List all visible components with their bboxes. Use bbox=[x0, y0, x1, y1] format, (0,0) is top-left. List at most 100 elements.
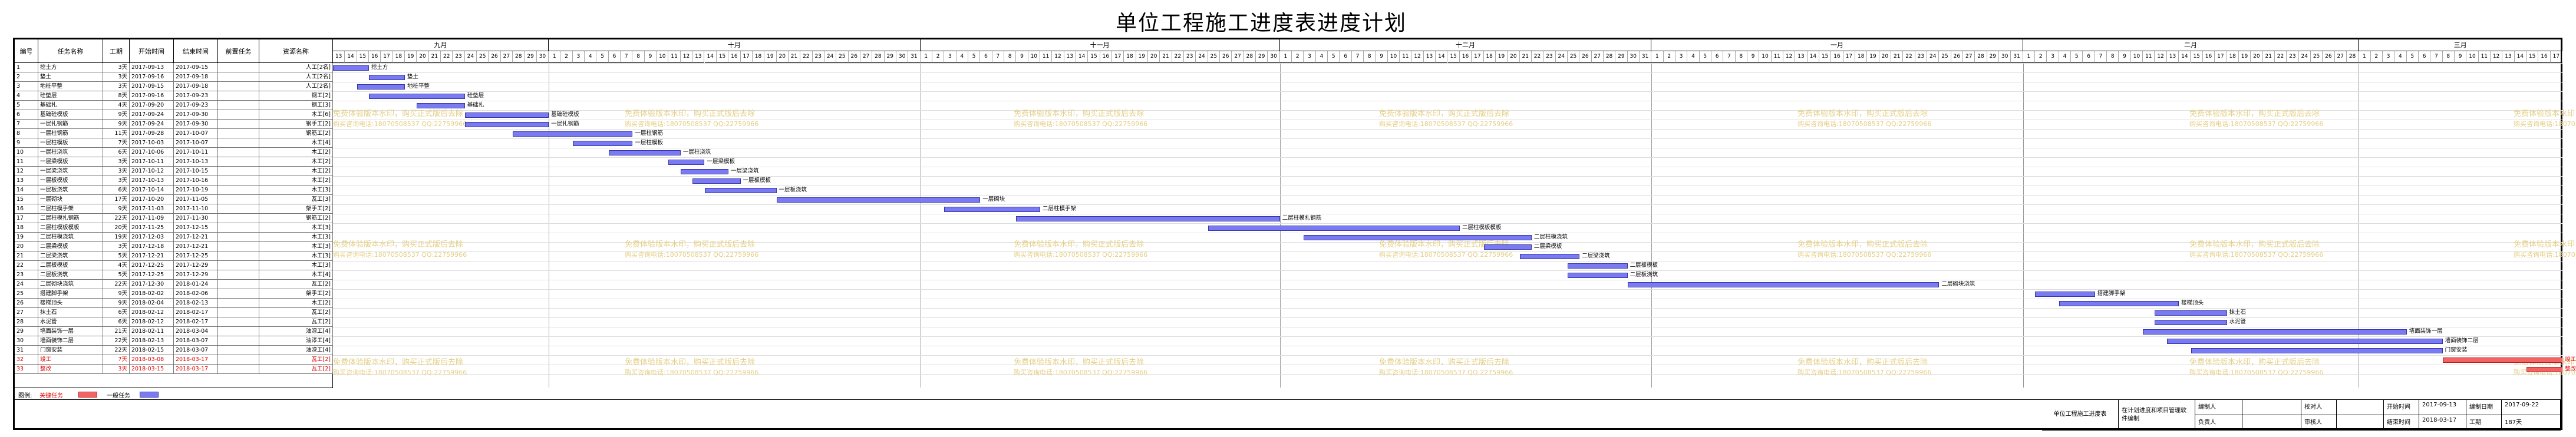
day-header: 14 bbox=[2514, 51, 2526, 63]
task-end: 2017-12-15 bbox=[174, 223, 218, 233]
task-name: 墙面装饰一层 bbox=[38, 327, 103, 336]
task-bar[interactable] bbox=[680, 169, 729, 174]
task-id: 30 bbox=[15, 336, 38, 346]
task-id: 24 bbox=[15, 280, 38, 289]
task-resource: 瓦工[2] bbox=[259, 365, 333, 374]
task-resource: 瓦工[2] bbox=[259, 355, 333, 365]
footer-end-value: 2018-03-17 bbox=[2419, 415, 2466, 431]
task-bar[interactable] bbox=[704, 188, 777, 193]
task-bar[interactable] bbox=[2143, 329, 2407, 335]
task-name: 一层板浇筑 bbox=[38, 186, 103, 195]
task-bar[interactable] bbox=[369, 75, 405, 80]
day-header: 27 bbox=[2334, 51, 2347, 63]
day-header: 24 bbox=[2298, 51, 2311, 63]
day-header: 3 bbox=[1304, 51, 1316, 63]
task-resource: 人工[2名] bbox=[259, 63, 333, 72]
task-end: 2017-12-29 bbox=[174, 270, 218, 280]
task-bar[interactable] bbox=[1483, 244, 1532, 250]
watermark-line1: 免费体验版本水印，购买正式版后去除 bbox=[333, 240, 464, 249]
task-resource: 木工[3] bbox=[259, 233, 333, 242]
header-col-start: 开始时间 bbox=[130, 39, 174, 63]
header-col-predecessor: 前置任务 bbox=[218, 39, 259, 63]
task-end: 2017-10-15 bbox=[174, 167, 218, 176]
day-header: 24 bbox=[824, 51, 837, 63]
task-bar[interactable] bbox=[572, 141, 633, 146]
task-bar[interactable] bbox=[944, 207, 1040, 212]
task-predecessor bbox=[218, 167, 259, 176]
header-col-end: 结束时间 bbox=[174, 39, 218, 63]
task-bar[interactable] bbox=[2442, 357, 2562, 363]
day-header: 8 bbox=[1364, 51, 1376, 63]
task-bar[interactable] bbox=[464, 112, 549, 118]
task-bar[interactable] bbox=[2166, 339, 2443, 344]
task-bar[interactable] bbox=[608, 150, 681, 155]
task-bar-label: 二层砌块浇筑 bbox=[1941, 281, 1975, 287]
task-bar[interactable] bbox=[2191, 348, 2443, 353]
task-resource: 木工[2] bbox=[259, 176, 333, 186]
task-predecessor bbox=[218, 223, 259, 233]
task-duration: 6天 bbox=[103, 308, 130, 317]
row-gridline bbox=[333, 270, 2562, 271]
task-bar[interactable] bbox=[2155, 320, 2227, 325]
legend-critical-label: 关键任务 bbox=[39, 393, 63, 399]
task-bar-label: 一层扎钢筋 bbox=[551, 121, 579, 127]
task-predecessor bbox=[218, 204, 259, 214]
task-bar[interactable] bbox=[1567, 273, 1628, 278]
task-resource: 钢手工[2] bbox=[259, 120, 333, 129]
task-id: 10 bbox=[15, 148, 38, 157]
watermark-line1: 免费体验版本水印，购买正式版后去除 bbox=[625, 110, 756, 118]
task-predecessor bbox=[218, 355, 259, 365]
task-bar[interactable] bbox=[369, 94, 465, 99]
task-bar-label: 一层板模板 bbox=[743, 177, 771, 184]
day-header: 3 bbox=[1675, 51, 1688, 63]
month-header: 三月 bbox=[2359, 39, 2562, 51]
day-header: 5 bbox=[1328, 51, 1340, 63]
task-bar[interactable] bbox=[776, 197, 981, 203]
task-bar[interactable] bbox=[1208, 226, 1460, 231]
task-bar-label: 二层板浇筑 bbox=[1630, 272, 1658, 278]
day-header: 11 bbox=[1040, 51, 1053, 63]
task-bar[interactable] bbox=[692, 178, 741, 184]
task-bar[interactable] bbox=[417, 103, 465, 108]
task-bar[interactable] bbox=[2035, 292, 2095, 297]
month-header: 十一月 bbox=[920, 39, 1280, 51]
task-bar[interactable] bbox=[1519, 254, 1580, 259]
watermark-line2: 购买咨询电话:18070508537 QQ:22759966 bbox=[333, 120, 467, 128]
task-end: 2018-03-04 bbox=[174, 327, 218, 336]
task-bar[interactable] bbox=[1304, 235, 1532, 240]
task-bar[interactable] bbox=[357, 84, 405, 90]
day-header: 28 bbox=[1603, 51, 1616, 63]
task-bar[interactable] bbox=[668, 160, 705, 165]
day-header: 19 bbox=[405, 51, 417, 63]
watermark-line2: 购买咨询电话:18070508537 QQ:22759966 bbox=[1014, 369, 1148, 376]
task-predecessor bbox=[218, 82, 259, 91]
day-header: 29 bbox=[1987, 51, 2000, 63]
task-bar[interactable] bbox=[2059, 301, 2179, 306]
task-bar[interactable] bbox=[2155, 310, 2227, 316]
task-duration: 17天 bbox=[103, 195, 130, 204]
footer-project-label: 单位工程施工进度表 bbox=[2042, 400, 2119, 431]
task-bar[interactable] bbox=[1016, 216, 1280, 221]
task-id: 15 bbox=[15, 195, 38, 204]
task-bar[interactable] bbox=[1567, 263, 1628, 269]
day-header: 24 bbox=[1927, 51, 1940, 63]
task-predecessor bbox=[218, 72, 259, 82]
day-header: 5 bbox=[1699, 51, 1711, 63]
watermark-line1: 免费体验版本水印，购买正式版后去除 bbox=[1379, 110, 1510, 118]
task-bar[interactable] bbox=[513, 131, 633, 137]
day-header: 23 bbox=[1543, 51, 1556, 63]
task-bar[interactable] bbox=[1627, 282, 1940, 287]
task-end: 2017-12-25 bbox=[174, 251, 218, 261]
task-bar[interactable] bbox=[333, 65, 370, 71]
month-divider bbox=[1279, 63, 1281, 388]
footer-date-value: 2017-09-22 bbox=[2502, 400, 2561, 415]
watermark-line1: 免费体验版本水印，购买正式版后去除 bbox=[2189, 358, 2320, 367]
task-bar[interactable] bbox=[464, 122, 549, 127]
task-bar[interactable] bbox=[2526, 367, 2562, 372]
day-header: 11 bbox=[1771, 51, 1783, 63]
